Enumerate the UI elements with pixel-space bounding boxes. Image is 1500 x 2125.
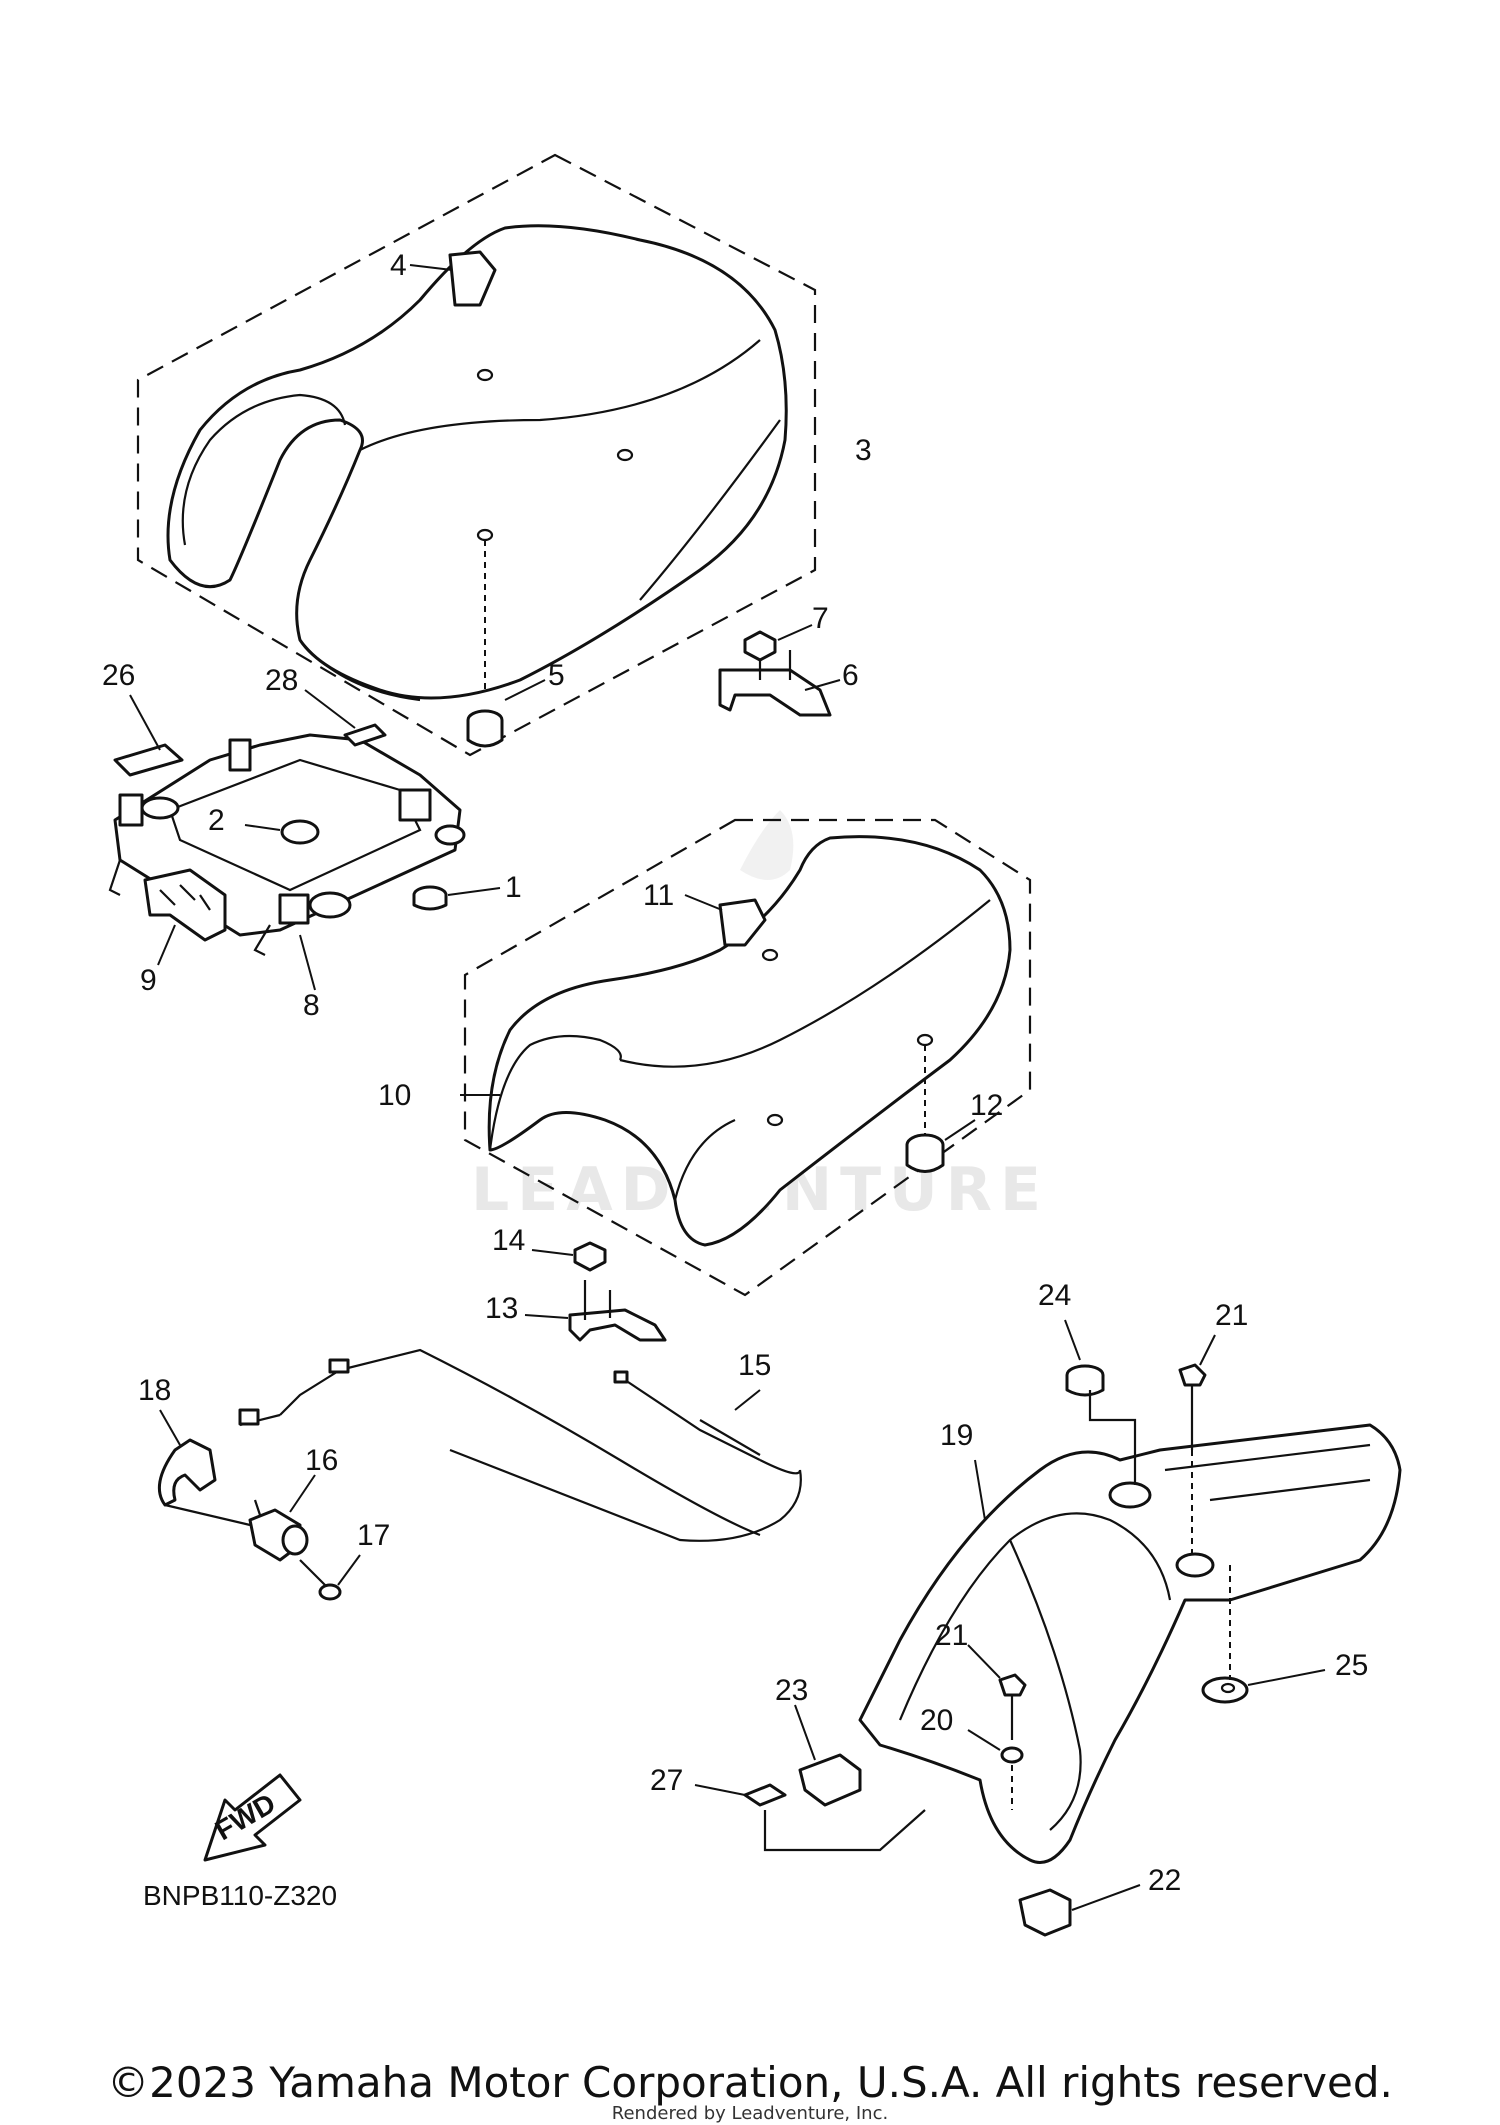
seat-strap-4: [448, 250, 497, 307]
label-28: [343, 723, 387, 747]
part-label-26: 26: [102, 659, 135, 692]
label-26: [113, 743, 184, 777]
part-label-16: 16: [305, 1444, 338, 1477]
seat-strap-11: [718, 898, 767, 947]
part-label-18: 18: [138, 1374, 171, 1407]
part-label-19: 19: [940, 1419, 973, 1452]
grommet-1: [412, 885, 448, 911]
copyright-notice: ©2023 Yamaha Motor Corporation, U.S.A. A…: [107, 2058, 1393, 2107]
part-label-21-lower: 21: [935, 1619, 968, 1652]
part-label-13: 13: [485, 1292, 518, 1325]
part-label-1: 1: [505, 871, 522, 904]
part-label-6: 6: [842, 659, 859, 692]
cover-23: [798, 1753, 862, 1807]
release-cable: [339, 1348, 761, 1537]
front-seat-3: [166, 224, 788, 702]
nut-7: [743, 630, 777, 662]
seat-10-group-outline: [463, 818, 1032, 1297]
cover-22: [1018, 1888, 1072, 1937]
part-label-24: 24: [1038, 1279, 1071, 1312]
lock-cylinder-16: [164, 1499, 309, 1562]
bolt-21-upper: [1178, 1363, 1207, 1560]
rendered-by-notice: Rendered by Leadventure, Inc.: [611, 2103, 889, 2124]
part-label-28: 28: [265, 664, 298, 697]
cable-15: [449, 1370, 802, 1542]
grommet-24: [1065, 1364, 1105, 1397]
lock-assembly-9: [143, 868, 227, 942]
seat-base-8: [108, 733, 466, 956]
part-label-12: 12: [970, 1089, 1003, 1122]
damper-5: [466, 709, 504, 748]
part-label-15: 15: [738, 1349, 771, 1382]
rear-seat-10: [487, 835, 1012, 1247]
part-label-22: 22: [1148, 1864, 1181, 1897]
part-label-7: 7: [812, 602, 829, 635]
grab-bar-19: [858, 1423, 1402, 1864]
part-label-25: 25: [1335, 1649, 1368, 1682]
part-label-27: 27: [650, 1764, 683, 1797]
damper-12: [905, 1133, 945, 1173]
part-label-20: 20: [920, 1704, 953, 1737]
part-label-2: 2: [208, 804, 225, 837]
part-label-5: 5: [548, 659, 565, 692]
stopper-25: [1201, 1676, 1249, 1704]
part-label-3: 3: [855, 434, 872, 467]
part-label-21-upper: 21: [1215, 1299, 1248, 1332]
grommet-2: [280, 819, 320, 845]
part-label-14: 14: [492, 1224, 525, 1257]
part-label-9: 9: [140, 964, 157, 997]
part-label-17: 17: [357, 1519, 390, 1552]
label-27: [743, 1783, 787, 1807]
bracket-13: [568, 1280, 667, 1342]
part-label-8: 8: [303, 989, 320, 1022]
part-label-10: 10: [378, 1079, 411, 1112]
seat-3-group-outline: [136, 153, 817, 757]
forward-arrow-icon: [203, 1773, 302, 1862]
screw-17: [299, 1559, 342, 1601]
part-label-11: 11: [643, 879, 674, 912]
part-label-23: 23: [775, 1674, 808, 1707]
washer-20: [1000, 1746, 1024, 1764]
part-label-4: 4: [390, 249, 407, 282]
nut-14: [573, 1241, 607, 1272]
hook-18: [157, 1438, 217, 1507]
bolt-21-lower: [998, 1673, 1027, 1740]
bracket-6: [718, 650, 832, 717]
diagram-code: BNPB110-Z320: [143, 1880, 337, 1911]
part-number-labels: 1 2 3 4 5 6 7 8 9 10 11 12 13 14 15 16 1…: [102, 249, 1368, 1897]
